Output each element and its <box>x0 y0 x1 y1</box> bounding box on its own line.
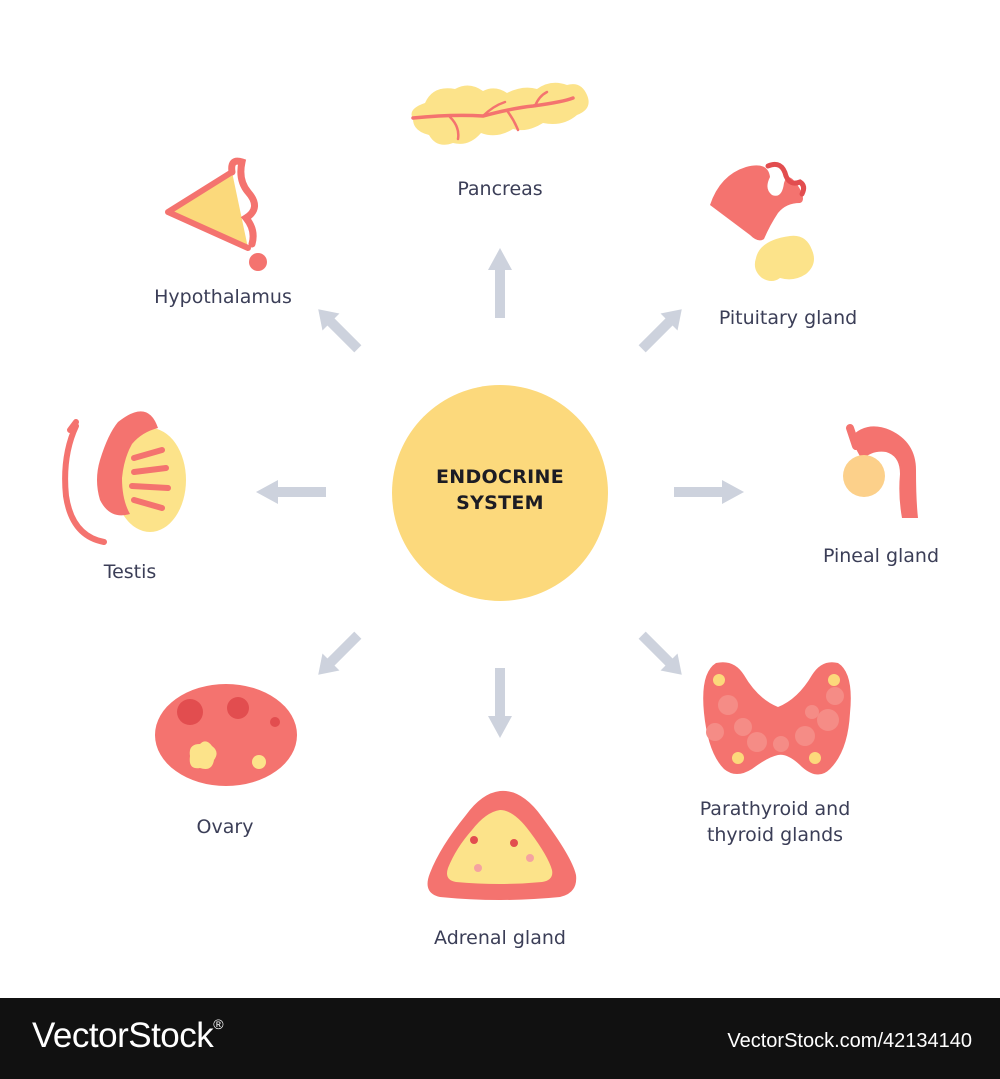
trademark-symbol: ® <box>213 1016 224 1032</box>
arrow-down <box>488 668 512 738</box>
label-pituitary-gland: Pituitary gland <box>718 307 858 329</box>
arrow-down-left <box>318 631 362 675</box>
center-circle <box>392 385 608 601</box>
center-title-line1: ENDOCRINE <box>435 466 565 488</box>
label-testis: Testis <box>103 561 157 583</box>
thyroid-gland-icon <box>703 662 851 775</box>
label-thyroid-line1: Parathyroid and <box>699 798 851 820</box>
watermark-footer: VectorStock® VectorStock.com/42134140 <box>0 998 1000 1079</box>
arrow-down-right <box>638 631 682 675</box>
label-pancreas: Pancreas <box>457 178 543 200</box>
label-thyroid-line2: thyroid glands <box>706 824 844 846</box>
brand-logo: VectorStock® <box>32 1016 224 1056</box>
arrow-up-left <box>318 309 362 353</box>
center-title: ENDOCRINE SYSTEM <box>400 464 600 516</box>
endocrine-diagram <box>62 82 918 900</box>
label-adrenal-gland: Adrenal gland <box>434 927 566 949</box>
label-ovary: Ovary <box>196 816 254 838</box>
stock-id: VectorStock.com/42134140 <box>727 1030 972 1052</box>
pituitary-gland-icon <box>710 161 814 281</box>
arrow-up <box>488 248 512 318</box>
ovary-icon <box>155 684 297 786</box>
label-thyroid-glands: Parathyroid and thyroid glands <box>688 796 862 848</box>
arrow-left <box>256 480 326 504</box>
arrows <box>256 248 744 738</box>
brand-name: VectorStock <box>32 1016 214 1055</box>
arrow-up-right <box>638 309 682 353</box>
hypothalamus-icon <box>165 157 267 271</box>
testis-icon <box>62 411 186 545</box>
center-title-line2: SYSTEM <box>456 492 544 514</box>
adrenal-gland-icon <box>427 790 577 900</box>
pancreas-icon <box>411 82 589 145</box>
label-pineal-gland: Pineal gland <box>822 545 940 567</box>
label-hypothalamus: Hypothalamus <box>154 286 292 308</box>
pineal-gland-icon <box>843 424 918 518</box>
arrow-right <box>674 480 744 504</box>
